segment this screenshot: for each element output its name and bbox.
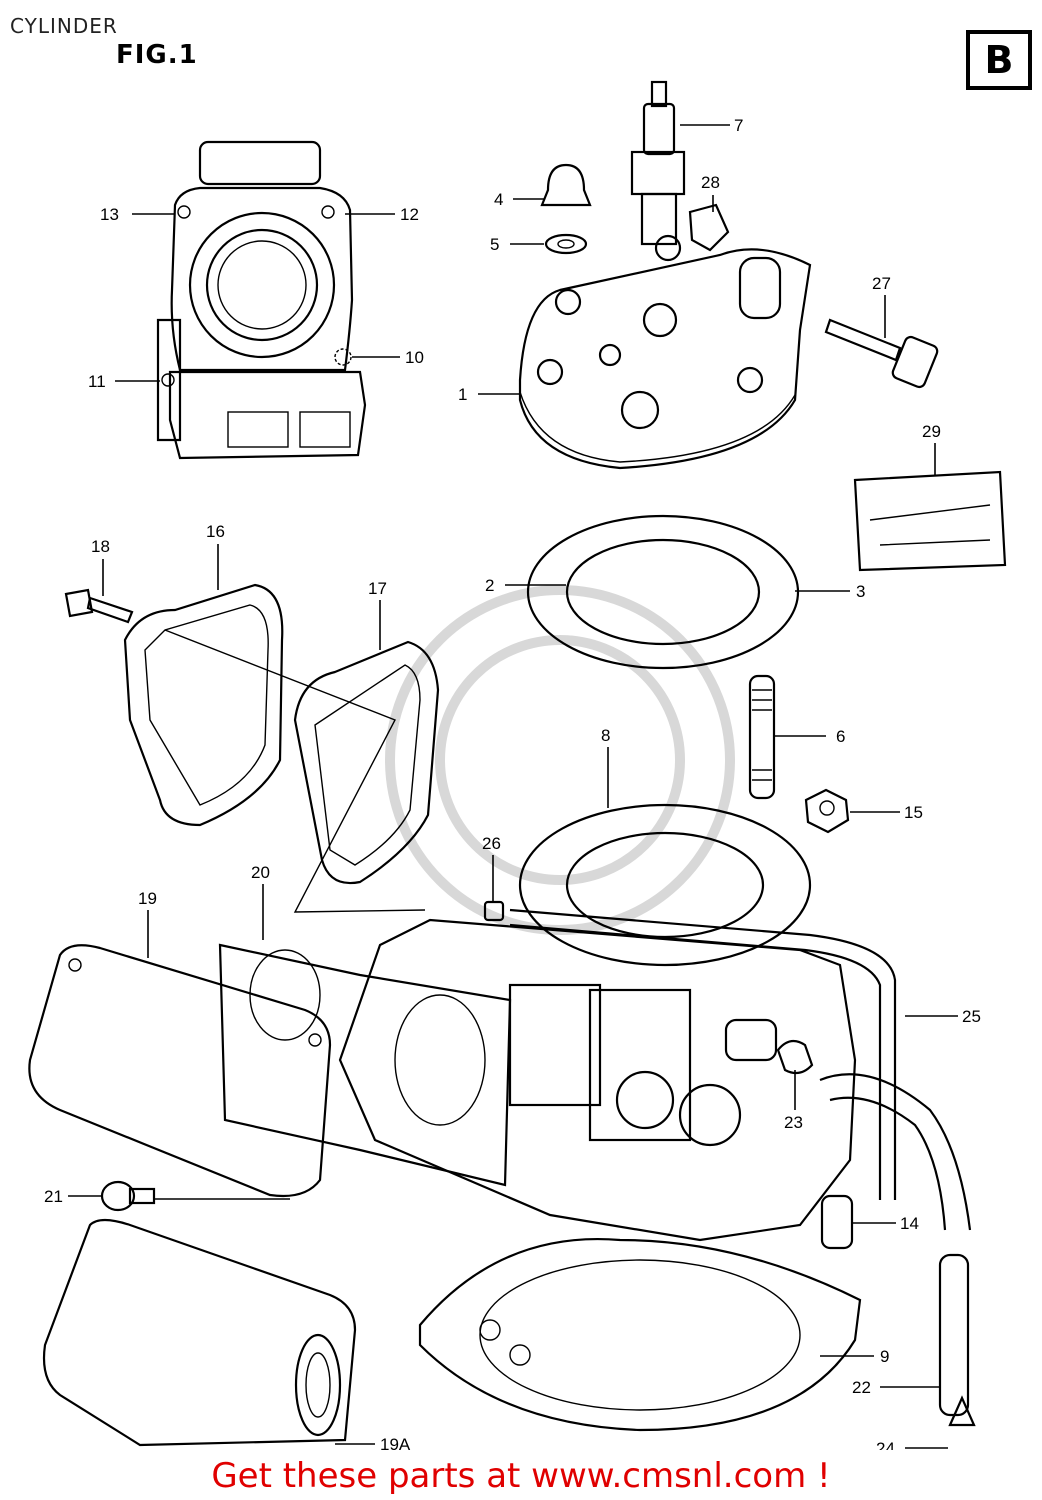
section-letter: B [984,38,1014,82]
callout-26: 26 [482,834,501,853]
screw-21 [100,1180,156,1212]
cylinder-body [338,918,857,1242]
page-title: CYLINDER [10,14,118,38]
figure-number: FIG.1 [116,40,198,70]
o-ring-gaskets [526,514,800,670]
callout-24: 24 [876,1439,895,1450]
callout-17: 17 [368,579,387,598]
sleeve-14 [820,1194,854,1250]
cap-nut-4 [540,163,592,207]
callout-15: 15 [904,803,923,822]
bolt-27 [824,318,939,389]
cylinder-assembly [156,140,367,460]
callout-29: 29 [922,422,941,441]
hose-25 [509,908,897,1200]
washer-5 [544,233,588,255]
callout-23: 23 [784,1113,803,1132]
order-parts-link[interactable]: Get these parts at www.cmsnl.com ! [211,1456,831,1496]
callout-20: 20 [251,863,270,882]
leader-lines [68,124,958,1449]
clamp-26 [483,900,505,922]
cover-19 [28,944,332,1198]
callout-21: 21 [44,1187,63,1206]
callout-6: 6 [836,727,845,746]
cover-19a [42,1218,357,1447]
nut-15 [804,788,850,834]
stud-bolt-6 [748,674,776,800]
exploded-view-drawing: 13 12 10 11 1 4 5 7 28 27 29 2 3 6 15 8 … [28,80,1007,1450]
callout-8: 8 [601,726,610,745]
callout-16: 16 [206,522,225,541]
bolt-18 [64,588,134,624]
callout-27: 27 [872,274,891,293]
pipe-22 [938,1253,970,1417]
callout-13: 13 [100,205,119,224]
cylinder-head [518,234,812,470]
callout-labels: 13 12 10 11 1 4 5 7 28 27 29 2 3 6 15 8 … [44,116,981,1450]
spark-plug [630,80,686,246]
callout-3: 3 [856,582,865,601]
cylinder-gasket-8 [518,803,812,967]
callout-25: 25 [962,1007,981,1026]
callout-7: 7 [734,116,743,135]
callout-19a: 19A [380,1435,411,1450]
gasket-16 [123,583,284,827]
callout-1: 1 [458,385,467,404]
caution-label-29 [853,470,1007,572]
callout-4: 4 [494,190,503,209]
callout-10: 10 [405,348,424,367]
nut-28 [688,203,730,252]
drain-plug-24 [948,1395,976,1427]
hose-elbow [819,1073,972,1231]
callout-12: 12 [400,205,419,224]
callout-28: 28 [701,173,720,192]
callout-11: 11 [88,372,106,391]
callout-2: 2 [485,576,494,595]
gasket-20 [218,943,512,1187]
gasket-17 [293,640,440,885]
callout-14: 14 [900,1214,919,1233]
callout-19: 19 [138,889,157,908]
base-gasket-9 [418,1238,862,1432]
callout-9: 9 [880,1347,889,1366]
callout-18: 18 [91,537,110,556]
clamp-23 [776,1039,814,1075]
callout-22: 22 [852,1378,871,1397]
section-letter-box: B [966,30,1032,90]
callout-5: 5 [490,235,499,254]
